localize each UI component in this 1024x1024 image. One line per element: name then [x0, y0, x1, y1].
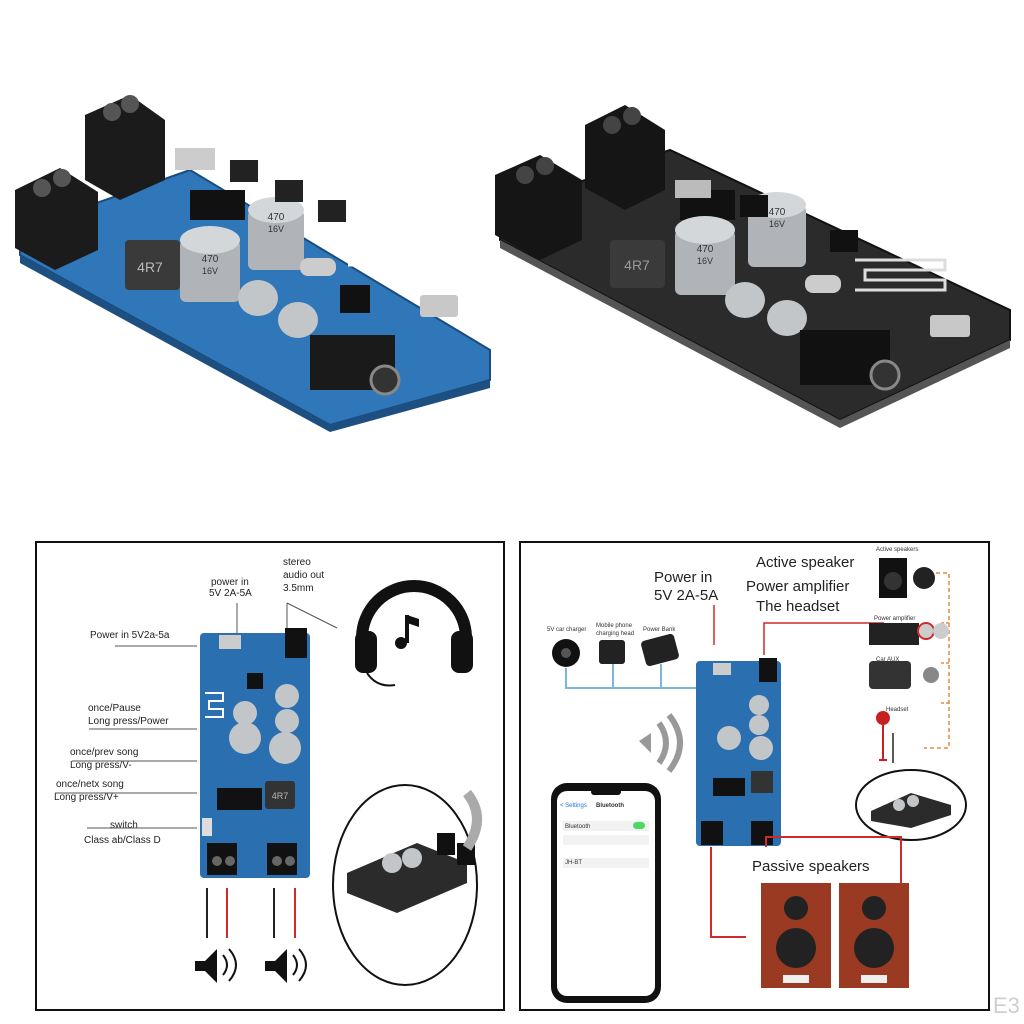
power-amplifier-label: Power amplifier: [746, 578, 850, 595]
once-prev-label: once/prev song: [70, 747, 139, 758]
phone-bluetooth-title: Bluetooth: [596, 803, 624, 809]
power-in-top-label: power in: [211, 577, 249, 588]
svg-text:16V: 16V: [769, 219, 785, 229]
svg-text:470: 470: [202, 254, 219, 265]
screw-terminal-icon: [15, 168, 98, 270]
car-charger-label: 5V car charger: [547, 627, 587, 633]
inductor-label: 4R7: [624, 257, 650, 273]
long-press-power-label: Long press/Power: [88, 716, 169, 727]
wireless-icon: [462, 789, 482, 851]
switch-label: switch: [110, 820, 138, 831]
passive-speaker-icon: [839, 883, 909, 988]
speaker-icon: [195, 948, 237, 983]
audio-out-label: audio out: [283, 570, 325, 581]
phone-icon: [551, 783, 661, 1003]
inductor-label: 4R7: [272, 791, 289, 801]
phone-device-name[interactable]: JH-BT: [565, 860, 582, 866]
charging-head-label-2: charging head: [596, 631, 635, 637]
capacitor-icon: 470 16V: [248, 197, 304, 270]
car-charger-icon: [552, 639, 580, 667]
car-aux-small-label: Car AUX: [876, 657, 900, 663]
svg-text:16V: 16V: [697, 256, 713, 266]
power-amplifier-icon: [869, 622, 949, 645]
phone-bluetooth-toggle-label[interactable]: Bluetooth: [565, 824, 591, 830]
svg-text:16V: 16V: [268, 224, 284, 234]
watermark: E3: [993, 993, 1020, 1018]
screw-terminal-icon: [495, 155, 582, 260]
blue-board-photo: 4R7 470 16V 470 16V: [15, 95, 491, 432]
black-board-photo: 4R7 470 16V 470 16V: [495, 105, 1011, 428]
power-amplifier-small-label: Power amplifier: [874, 616, 916, 622]
long-press-vminus-label: Long press/V-: [70, 760, 132, 771]
the-headset-label: The headset: [756, 598, 840, 615]
power-in-left-label: Power in 5V2a-5a: [90, 630, 170, 641]
once-pause-label: once/Pause: [88, 703, 141, 714]
speaker-icon: [265, 948, 307, 983]
svg-text:16V: 16V: [202, 266, 218, 276]
charging-head-label-1: Mobile phone: [596, 623, 633, 629]
headset-icon: [876, 711, 894, 763]
capacitor-icon: 470 16V: [180, 226, 240, 302]
svg-text:470: 470: [769, 207, 786, 218]
power-bank-label: Power Bank: [643, 627, 676, 633]
headset-small-label: Headset: [886, 707, 909, 713]
phone-settings-back[interactable]: < Settings: [560, 803, 587, 809]
passive-speaker-icon: [761, 883, 831, 988]
power-bank-icon: [641, 633, 679, 667]
left-diagram-art: 4R7: [55, 580, 482, 986]
once-next-label: once/netx song: [56, 779, 124, 790]
capacitor-icon: 470 16V: [675, 216, 735, 295]
wireless-icon: [639, 713, 683, 773]
car-aux-icon: [869, 661, 939, 689]
class-label: Class ab/Class D: [84, 835, 161, 846]
passive-speakers-label: Passive speakers: [752, 858, 870, 875]
headphones-icon: [355, 580, 473, 687]
power-in-label: Power in: [654, 569, 713, 586]
jack-size-label: 3.5mm: [283, 583, 314, 594]
screw-terminal-icon: [85, 95, 165, 200]
charging-head-icon: [599, 640, 625, 664]
right-diagram-art: [551, 558, 967, 1003]
screw-terminal-icon: [585, 105, 665, 210]
svg-text:470: 470: [268, 212, 285, 223]
active-speakers-small-label: Active speakers: [876, 547, 919, 553]
long-press-vplus-label: Long press/V+: [54, 792, 119, 803]
power-in-top-spec: 5V 2A-5A: [209, 588, 252, 599]
power-spec-label: 5V 2A-5A: [654, 587, 719, 604]
active-speaker-label: Active speaker: [756, 554, 855, 571]
inductor-label: 4R7: [137, 259, 163, 275]
stereo-label: stereo: [283, 557, 311, 568]
svg-text:470: 470: [697, 244, 714, 255]
active-speaker-icon: [879, 558, 935, 598]
